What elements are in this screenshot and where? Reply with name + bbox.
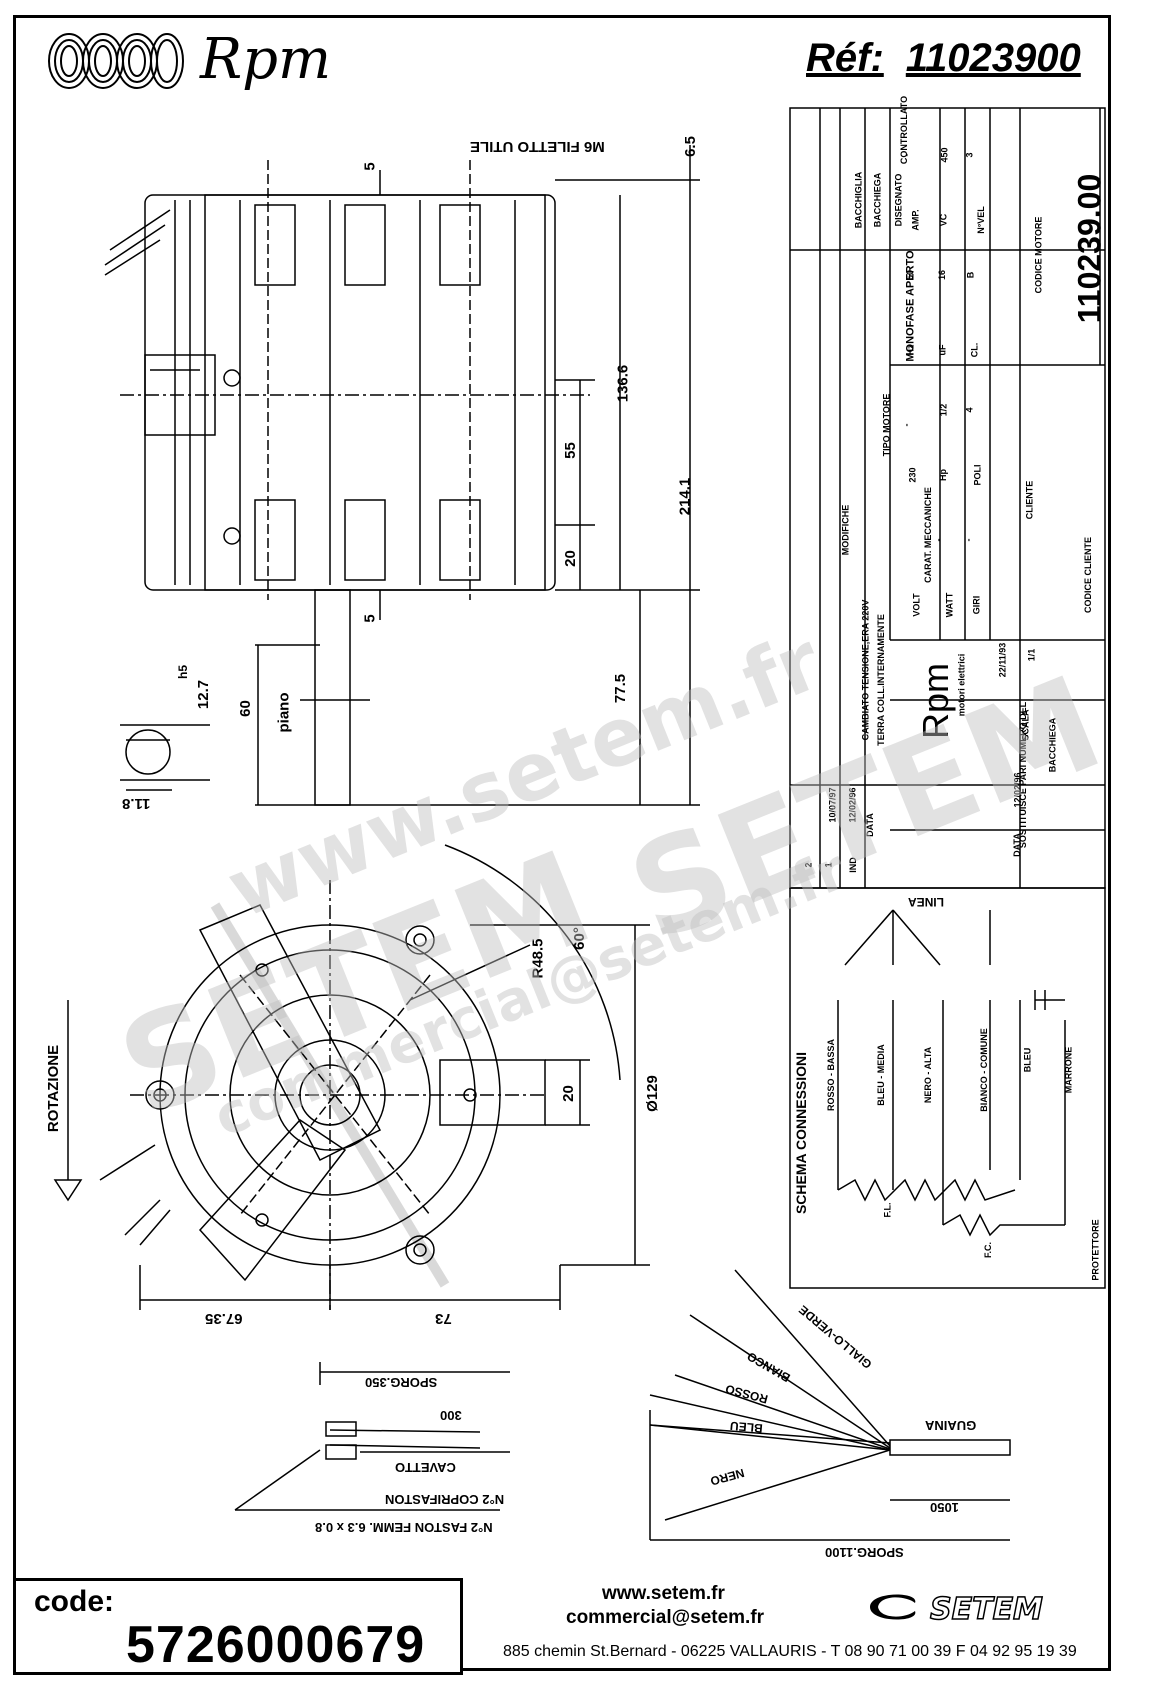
drawing-sheet bbox=[13, 15, 1111, 1671]
schema-w4: BIANCO - COMUNE bbox=[978, 1028, 989, 1112]
dim-20-front: 20 bbox=[559, 1085, 577, 1102]
rotation-label: ROTAZIONE bbox=[45, 1044, 63, 1133]
tb-data2-label: DATA bbox=[1011, 833, 1022, 857]
rpm-coil-logo bbox=[48, 33, 184, 89]
schema-fc: F.C. bbox=[983, 1241, 994, 1259]
code-label: code: bbox=[34, 1585, 115, 1618]
brand-name: Rpm bbox=[200, 27, 332, 92]
shaft bbox=[314, 589, 351, 806]
cavetto-label: CAVETTO bbox=[395, 1460, 456, 1475]
schema-title: SCHEMA CONNESSIONI bbox=[793, 1051, 810, 1215]
piano-label: piano bbox=[275, 692, 293, 733]
tb-cl: B bbox=[965, 271, 976, 279]
dim-11-8: 11.8 bbox=[122, 795, 151, 812]
tb-tipo-motore-label: TIPO MOTORE bbox=[881, 393, 892, 457]
tb-watt: - bbox=[933, 538, 944, 542]
tb-giri: - bbox=[963, 538, 974, 542]
shaft-section bbox=[125, 729, 171, 775]
schema-w2: BLEU - MEDIA bbox=[875, 1044, 886, 1106]
tolerance-h5: h5 bbox=[176, 664, 191, 680]
tb-volt-label: VOLT bbox=[911, 593, 922, 617]
sporg-350: SPORG.350 bbox=[365, 1375, 438, 1390]
tb-uf: 16 bbox=[937, 269, 948, 281]
tb-poli: 4 bbox=[964, 407, 975, 413]
tb-vc-label: VC bbox=[938, 213, 949, 227]
motor-body-outline bbox=[144, 194, 556, 591]
tb-bacchiega: BACCHIEGA bbox=[872, 172, 883, 228]
wire-bleu: BLEU bbox=[729, 1418, 764, 1436]
schema-linea: LINEA bbox=[908, 895, 944, 909]
reference-number: Réf:11023900 bbox=[806, 36, 1081, 80]
sporg-1100: SPORG.1100 bbox=[825, 1545, 904, 1560]
motor-stator bbox=[204, 194, 546, 591]
schema-w3: NERO - ALTA bbox=[923, 1046, 934, 1104]
footer-address: 885 chemin St.Bernard - 06225 VALLAURIS … bbox=[503, 1643, 1077, 1660]
setem-logo: SETEM bbox=[870, 1591, 1044, 1628]
dim-300: 300 bbox=[440, 1408, 462, 1423]
tb-nvel: 3 bbox=[964, 152, 975, 158]
tb-cl-label: CL. bbox=[969, 342, 980, 358]
thread-label: M6 FILETTO UTILE bbox=[470, 138, 605, 155]
schema-protettore: PROTETTORE bbox=[1090, 1219, 1101, 1281]
schema-w1: ROSSO - BASSA bbox=[826, 1038, 837, 1112]
tb-mech-value: - bbox=[901, 423, 912, 427]
tb-modifiche-label: MODIFICHE bbox=[840, 504, 851, 556]
guaina-label: GUAINA bbox=[925, 1418, 977, 1433]
dim-129: Ø129 bbox=[643, 1075, 661, 1112]
tb-amp-label: AMP. bbox=[910, 209, 921, 231]
dim-136-6: 136.6 bbox=[614, 364, 632, 403]
tb-hz-label: Hz bbox=[905, 344, 916, 356]
dim-67-35: 67.35 bbox=[205, 1310, 243, 1327]
dim-20-side: 20 bbox=[561, 550, 579, 567]
dim-214-1: 214.1 bbox=[676, 477, 694, 516]
product-code-box: code: 5726000679 bbox=[13, 1578, 463, 1675]
dim-60: 60 bbox=[236, 700, 254, 717]
tb-hp: 1/2 bbox=[938, 403, 949, 417]
footer-email[interactable]: commercial@setem.fr bbox=[566, 1607, 765, 1628]
faston-label: N°2 FASTON FEMM. 6.3 x 0.8 bbox=[315, 1520, 493, 1535]
tb-controllato: CONTROLLATO bbox=[899, 95, 910, 165]
dim-12-7: 12.7 bbox=[195, 679, 213, 710]
tb-nvel-label: N°VEL bbox=[975, 206, 986, 234]
schema-fl: F.L. bbox=[882, 1202, 893, 1218]
tb-codice-cliente-label: CODICE CLIENTE bbox=[1083, 536, 1094, 614]
setem-logo-text: SETEM bbox=[930, 1592, 1043, 1627]
schema-w5: BLEU bbox=[1022, 1047, 1033, 1073]
tb-cliente-label: CLIENTE bbox=[1024, 480, 1035, 520]
tb-disegnato: DISEGNATO bbox=[893, 173, 904, 227]
tb-hp-label: Hp bbox=[938, 469, 948, 481]
tb-bacchiglia: BACCHIGLIA bbox=[853, 171, 864, 229]
tb-codice-motore-label: CODICE MOTORE bbox=[1033, 216, 1044, 294]
tb-hz: 50 bbox=[905, 269, 916, 281]
tb-giri-label: GIRI bbox=[971, 595, 982, 615]
dim-73: 73 bbox=[435, 1310, 452, 1327]
dim-1050: 1050 bbox=[930, 1500, 959, 1515]
tb-codice-motore: 110239.00 bbox=[1071, 173, 1108, 324]
schema-w6: MARRONE bbox=[1063, 1046, 1074, 1094]
footer-website[interactable]: www.setem.fr bbox=[602, 1583, 725, 1604]
tb-watt-label: WATT bbox=[944, 592, 955, 618]
tb-volt: 230 bbox=[907, 467, 918, 483]
tb-vc: 450 bbox=[939, 147, 950, 163]
tb-mod-1: CAMBIATO TENSIONE,ERA 220V bbox=[860, 599, 871, 741]
dim-55: 55 bbox=[561, 442, 579, 459]
dim-6-5: 6.5 bbox=[681, 136, 699, 157]
tb-poli-label: POLI bbox=[972, 464, 983, 486]
dim-5-bottom: 5 bbox=[361, 614, 379, 623]
tb-uf-label: uF bbox=[937, 344, 948, 356]
coprifaston-label: N°2 COPRIFASTON bbox=[385, 1492, 505, 1507]
code-value: 5726000679 bbox=[126, 1616, 426, 1674]
dim-5-top: 5 bbox=[361, 162, 379, 171]
tb-mech-label: CARAT. MECCANICHE bbox=[922, 487, 933, 583]
wiring-diagram-frame bbox=[789, 887, 1106, 1289]
